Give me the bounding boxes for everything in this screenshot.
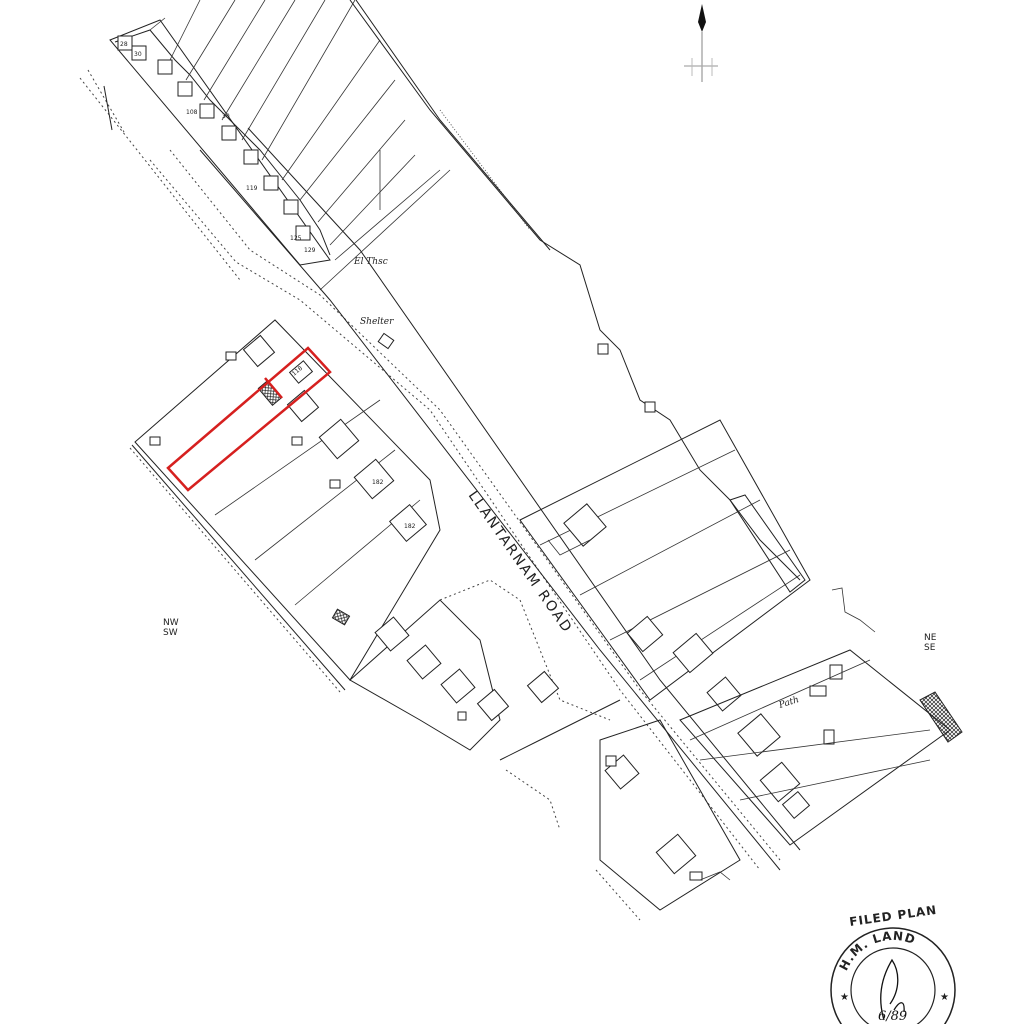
- east-parcel: [319, 0, 801, 581]
- south-cul-de-sac: [349, 579, 621, 831]
- compass-se-label: SE: [924, 643, 936, 653]
- svg-text:182: 182: [372, 479, 384, 486]
- svg-text:28: 28: [120, 41, 128, 48]
- el-thsc-label: El Thsc: [353, 257, 388, 267]
- shelter-label: Shelter: [360, 317, 394, 327]
- svg-text:119: 119: [246, 185, 258, 192]
- road-name-label: LLANTARNAM ROAD: [465, 488, 576, 637]
- compass-sw-label: SW: [163, 628, 178, 638]
- svg-text:★: ★: [840, 992, 849, 1003]
- north-east-parcels: [519, 419, 963, 846]
- svg-text:30: 30: [134, 51, 142, 58]
- north-arrow-icon: [684, 4, 718, 82]
- svg-text:30: 30: [222, 113, 230, 120]
- svg-text:108: 108: [186, 109, 198, 116]
- llantarnam-road: [79, 69, 801, 871]
- compass-nw-label: NW: [163, 618, 179, 628]
- svg-text:182: 182: [404, 523, 416, 530]
- highlighted-plot: 118: [166, 346, 332, 492]
- stamp-title: FILED PLAN: [848, 903, 938, 929]
- path-label: Path: [777, 695, 800, 711]
- svg-text:129: 129: [304, 247, 316, 254]
- filed-plan-stamp: FILED PLAN H.M. LAND 6/89 ★ ★: [830, 903, 956, 1024]
- west-parcels: 182 182: [129, 319, 441, 693]
- svg-text:6/89: 6/89: [878, 1009, 907, 1024]
- svg-text:★: ★: [940, 992, 949, 1003]
- compass-ne-label: NE: [924, 633, 937, 643]
- svg-text:125: 125: [290, 235, 302, 242]
- north-terrace: 28 30 108 30 119 125 129: [109, 0, 441, 266]
- south-parcels: [595, 719, 741, 921]
